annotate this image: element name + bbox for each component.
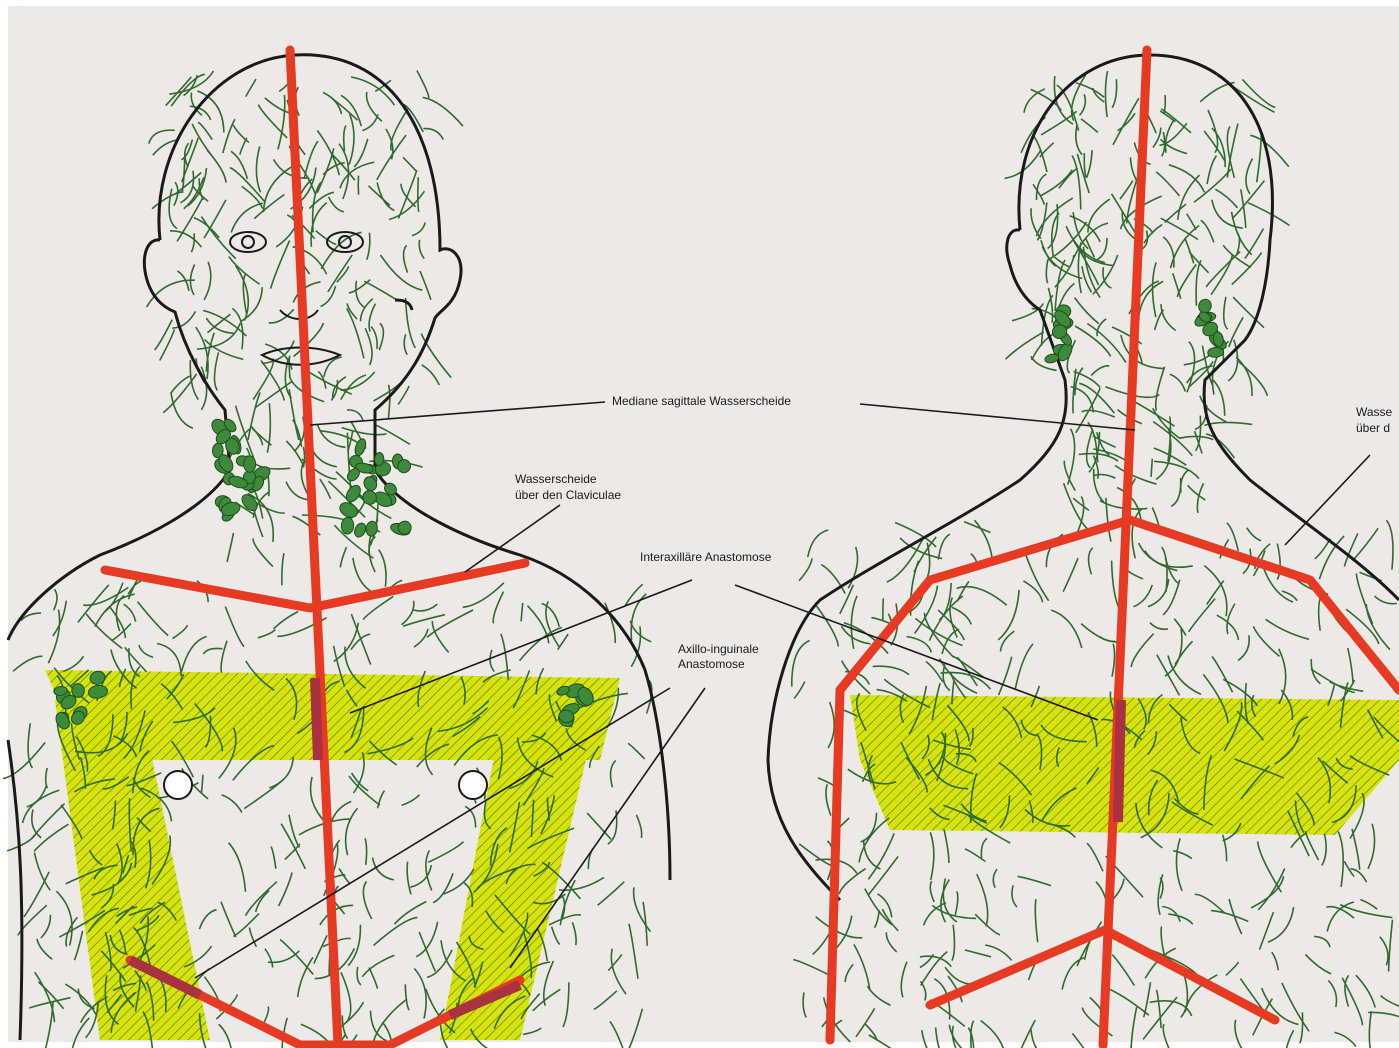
median-watershed-label: Mediane sagittale Wasserscheide: [612, 394, 791, 409]
cut-off-label-line2: über d: [1356, 421, 1390, 436]
right-nipple: [459, 771, 487, 799]
lymph-vessel: [418, 177, 419, 212]
clavicle-watershed-label-line2: über den Claviculae: [515, 488, 621, 503]
lymph-node: [341, 517, 354, 534]
lymph-vessel: [883, 598, 884, 620]
lymph-vessel: [289, 356, 290, 378]
cut-off-label-line1: Wasse: [1356, 405, 1392, 420]
interaxillary-label: Interaxilläre Anastomose: [640, 550, 771, 565]
lymph-node: [212, 443, 224, 458]
axillo-inguinal-label-line2: Anastomose: [678, 657, 745, 672]
clavicle-watershed-label-line1: Wasserscheide: [515, 472, 597, 487]
lymph-node: [398, 521, 412, 535]
lymph-node: [244, 456, 256, 473]
axillo-inguinal-label-line1: Axillo-inguinale: [678, 642, 759, 657]
left-nipple: [164, 771, 192, 799]
